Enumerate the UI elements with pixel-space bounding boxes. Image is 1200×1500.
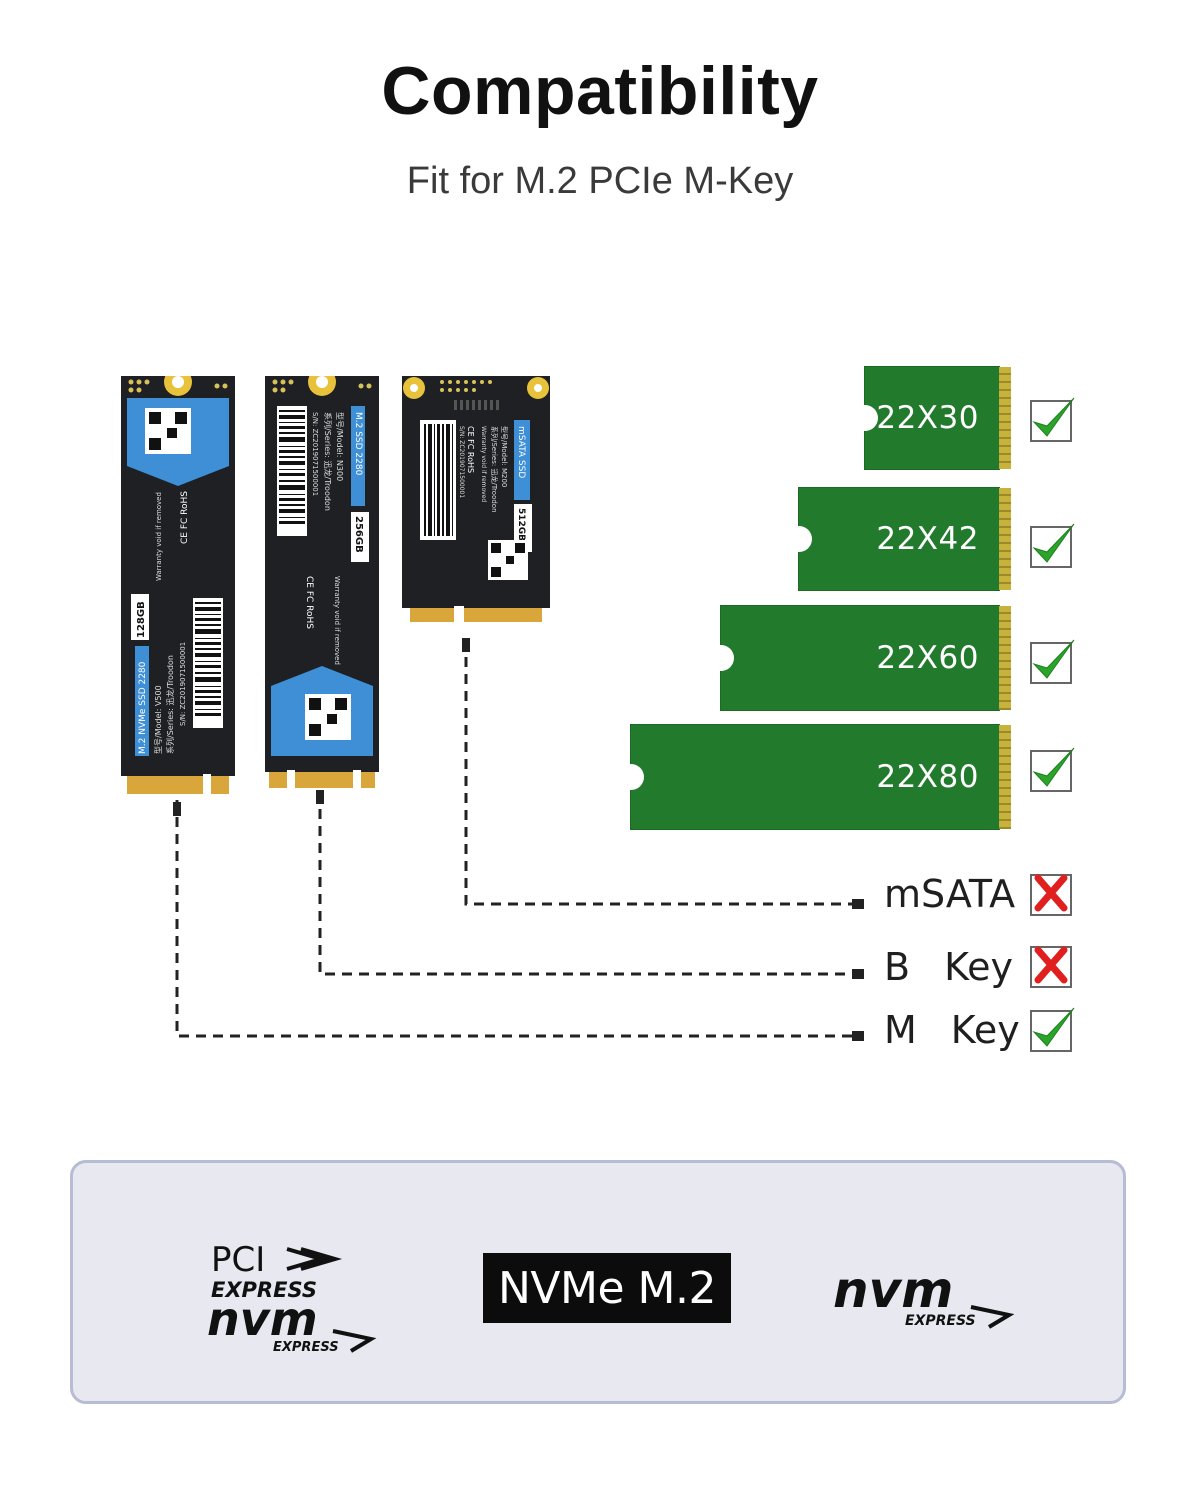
nvm-text: nvm bbox=[833, 1263, 953, 1319]
ssd-capacity: 512GB bbox=[516, 508, 526, 541]
msata-line-start bbox=[462, 638, 470, 652]
ssd-sata-2280: M.2 SSD 2280 型号/Model: N300 系列/Series: 迅… bbox=[265, 376, 380, 796]
ssd-model-label: 型号/Model: V500 bbox=[154, 685, 163, 754]
interface-label-b-key: B Key bbox=[884, 945, 1013, 989]
size-label: 22X60 bbox=[876, 640, 979, 676]
ssd-warranty: Warranty void if removed bbox=[480, 426, 487, 502]
bkey-line-start bbox=[316, 790, 324, 804]
ssd-series-label: 系列/Series: 迅龙/Troodon bbox=[323, 412, 333, 511]
m-key-letter: M bbox=[884, 1008, 917, 1052]
nvm-express-text: EXPRESS bbox=[905, 1313, 976, 1329]
ssd-serial: S/N: ZC2019071500001 bbox=[458, 426, 465, 498]
nvm-text: nvm bbox=[207, 1292, 318, 1346]
size-card-22x30: 22X30 bbox=[852, 366, 1011, 470]
size-label: 22X80 bbox=[876, 759, 979, 795]
check-icon bbox=[1030, 1007, 1075, 1052]
check-icon bbox=[1030, 523, 1075, 568]
b-key-letter: B bbox=[884, 945, 911, 989]
interface-label-m-key: M Key bbox=[884, 1008, 1020, 1052]
page-subtitle: Fit for M.2 PCIe M-Key bbox=[406, 160, 794, 202]
bkey-line-end bbox=[852, 969, 864, 979]
msata-line-end bbox=[852, 899, 864, 909]
check-icon bbox=[1030, 639, 1075, 684]
ssd-cert: CE FC RoHS bbox=[304, 576, 314, 629]
mkey-line-end bbox=[852, 1031, 864, 1041]
check-icon bbox=[1030, 747, 1075, 792]
size-card-22x42: 22X42 bbox=[786, 487, 1011, 591]
ssd-warranty: Warranty void if removed bbox=[333, 576, 341, 665]
card-connector bbox=[999, 606, 1011, 710]
size-card-22x60: 22X60 bbox=[708, 605, 1011, 711]
ssd-serial: S/N: ZC2019071500001 bbox=[311, 412, 319, 496]
logo-panel: PCI EXPRESS nvm EXPRESS NVMe M.2 nvm EXP… bbox=[70, 1160, 1126, 1404]
ssd-serial: S/N: ZC2019071500001 bbox=[179, 642, 187, 726]
card-connector bbox=[999, 725, 1011, 829]
msata-connector-line bbox=[464, 640, 860, 906]
nvme-m2-badge: NVMe M.2 bbox=[483, 1253, 731, 1323]
ssd-msata: mSATA SSD 型号/Model: M200 系列/Series: 迅龙/T… bbox=[402, 376, 552, 626]
size-label: 22X42 bbox=[876, 521, 979, 557]
size-label: 22X30 bbox=[876, 400, 979, 436]
ssd-series-label: 系列/Series: 迅龙/Troodon bbox=[490, 426, 499, 513]
m-key-word: Key bbox=[950, 1008, 1020, 1052]
check-icon bbox=[1030, 397, 1075, 442]
cross-icon bbox=[1030, 874, 1072, 916]
bkey-connector-line bbox=[318, 792, 860, 976]
ssd-cert: CE FC RoHS bbox=[466, 426, 475, 473]
card-connector bbox=[999, 488, 1011, 590]
card-connector bbox=[999, 367, 1011, 469]
ssd-kind-label: M.2 NVMe SSD 2280 bbox=[138, 661, 148, 754]
pci-text: PCI bbox=[211, 1240, 265, 1280]
express-text: EXPRESS bbox=[211, 1278, 317, 1302]
nvm-express-text: EXPRESS bbox=[273, 1340, 339, 1355]
b-key-word: Key bbox=[944, 945, 1013, 989]
ssd-nvme-2280: M.2 NVMe SSD 2280 型号/Model: V500 系列/Seri… bbox=[121, 376, 236, 796]
ssd-series-label: 系列/Series: 迅龙/Troodon bbox=[165, 655, 175, 754]
nvm-express-logo: nvm EXPRESS bbox=[833, 1263, 1015, 1329]
ssd-capacity: 128GB bbox=[136, 601, 147, 638]
card-notch bbox=[618, 764, 644, 790]
interface-label-msata: mSATA bbox=[884, 872, 1016, 916]
ssd-kind-label: M.2 SSD 2280 bbox=[353, 412, 363, 476]
ssd-cert: CE FC RoHS bbox=[180, 491, 190, 544]
ssd-model-label: 型号/Model: N300 bbox=[335, 412, 344, 481]
mkey-connector-line bbox=[175, 800, 860, 1038]
ssd-capacity: 256GB bbox=[353, 516, 364, 553]
size-card-22x80: 22X80 bbox=[618, 724, 1011, 830]
ssd-model-label: 型号/Model: M200 bbox=[500, 426, 509, 487]
card-notch bbox=[786, 526, 812, 552]
ssd-kind-label: mSATA SSD bbox=[516, 426, 526, 478]
mkey-line-start bbox=[173, 802, 181, 816]
cross-icon bbox=[1030, 946, 1072, 988]
card-notch bbox=[708, 645, 734, 671]
card-notch bbox=[852, 405, 878, 431]
page-title: Compatibility bbox=[381, 53, 819, 129]
pci-express-nvm-logo: PCI EXPRESS nvm EXPRESS bbox=[207, 1240, 377, 1355]
ssd-warranty: Warranty void if removed bbox=[155, 492, 163, 581]
